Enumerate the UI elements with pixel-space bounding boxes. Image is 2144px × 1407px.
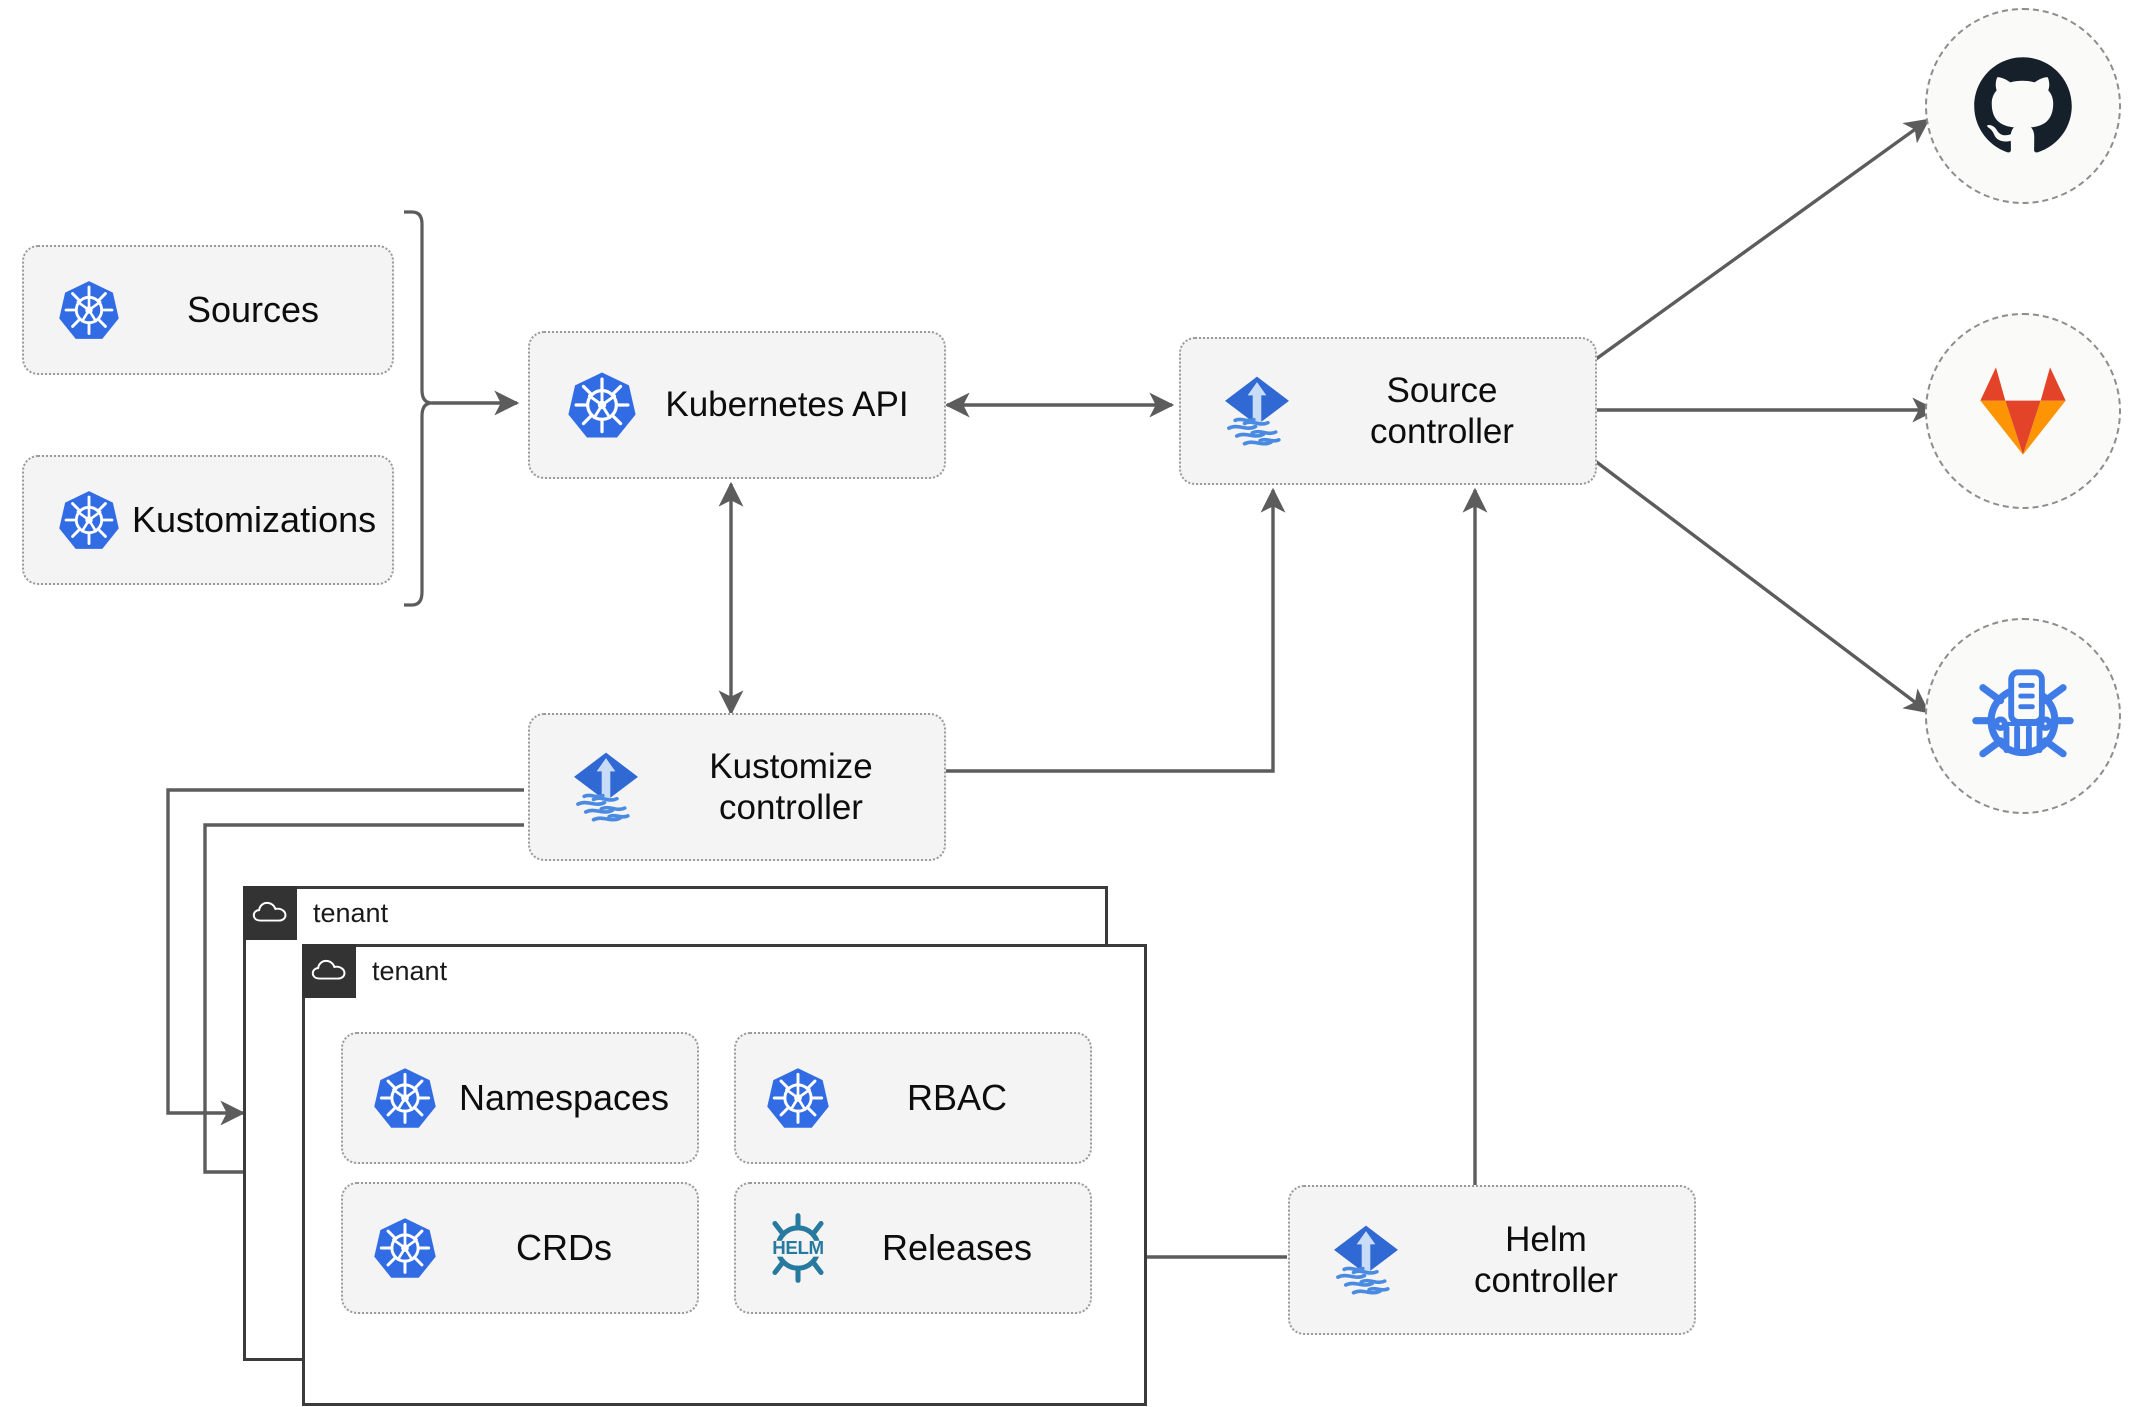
tenant-label: tenant bbox=[313, 897, 389, 928]
node-label: Helm controller bbox=[1474, 1219, 1618, 1300]
node-label: RBAC bbox=[906, 1076, 1008, 1118]
node-crds[interactable]: CRDs bbox=[341, 1182, 699, 1314]
node-label: Namespaces bbox=[458, 1076, 670, 1118]
node-helm-controller[interactable]: Helm controller bbox=[1288, 1185, 1696, 1335]
node-label: Source controller bbox=[1370, 370, 1514, 451]
github-icon bbox=[1970, 53, 2076, 159]
edge-sourcectrl-helmrepo bbox=[1576, 446, 1930, 714]
kubernetes-icon bbox=[556, 370, 648, 440]
flux-icon bbox=[1207, 372, 1307, 450]
flux-icon bbox=[556, 748, 656, 826]
kubernetes-icon bbox=[361, 1216, 449, 1280]
node-kustomizations[interactable]: Kustomizations bbox=[22, 455, 394, 585]
node-kustomize-controller[interactable]: Kustomize controller bbox=[528, 713, 946, 861]
node-label: Kustomize controller bbox=[709, 746, 873, 827]
node-label: CRDs bbox=[516, 1226, 612, 1268]
kubernetes-icon bbox=[361, 1066, 449, 1130]
helm-icon bbox=[754, 1212, 842, 1284]
node-namespaces[interactable]: Namespaces bbox=[341, 1032, 699, 1164]
node-rbac[interactable]: RBAC bbox=[734, 1032, 1092, 1164]
tenant-label: tenant bbox=[372, 955, 448, 986]
node-kubernetes-api[interactable]: Kubernetes API bbox=[528, 331, 946, 479]
node-gitlab[interactable] bbox=[1925, 313, 2121, 509]
edge-sourcectrl-github bbox=[1577, 118, 1930, 374]
group-bracket bbox=[404, 210, 433, 607]
kubernetes-icon bbox=[46, 279, 132, 341]
node-helm-repository[interactable] bbox=[1925, 618, 2121, 814]
node-label: Releases bbox=[881, 1226, 1033, 1268]
node-sources[interactable]: Sources bbox=[22, 245, 394, 375]
node-releases[interactable]: Releases bbox=[734, 1182, 1092, 1314]
kubernetes-icon bbox=[46, 489, 132, 551]
tenant-header-outer: tenant bbox=[243, 886, 388, 940]
tenant-container-inner: tenant bbox=[302, 944, 1147, 1406]
kubernetes-icon bbox=[754, 1066, 842, 1130]
edge-kustomizectrl-sourcectrl bbox=[945, 487, 1286, 773]
cloud-icon bbox=[302, 944, 356, 998]
flux-icon bbox=[1316, 1221, 1416, 1299]
tenant-header-inner: tenant bbox=[302, 944, 447, 998]
node-source-controller[interactable]: Source controller bbox=[1179, 337, 1597, 485]
node-label: Kustomizations bbox=[132, 498, 377, 540]
node-github[interactable] bbox=[1925, 8, 2121, 204]
cloud-icon bbox=[243, 886, 297, 940]
node-label: Sources bbox=[186, 288, 320, 330]
helm-repository-icon bbox=[1964, 657, 2082, 775]
node-label: Kubernetes API bbox=[665, 385, 909, 425]
gitlab-icon bbox=[1971, 359, 2075, 463]
